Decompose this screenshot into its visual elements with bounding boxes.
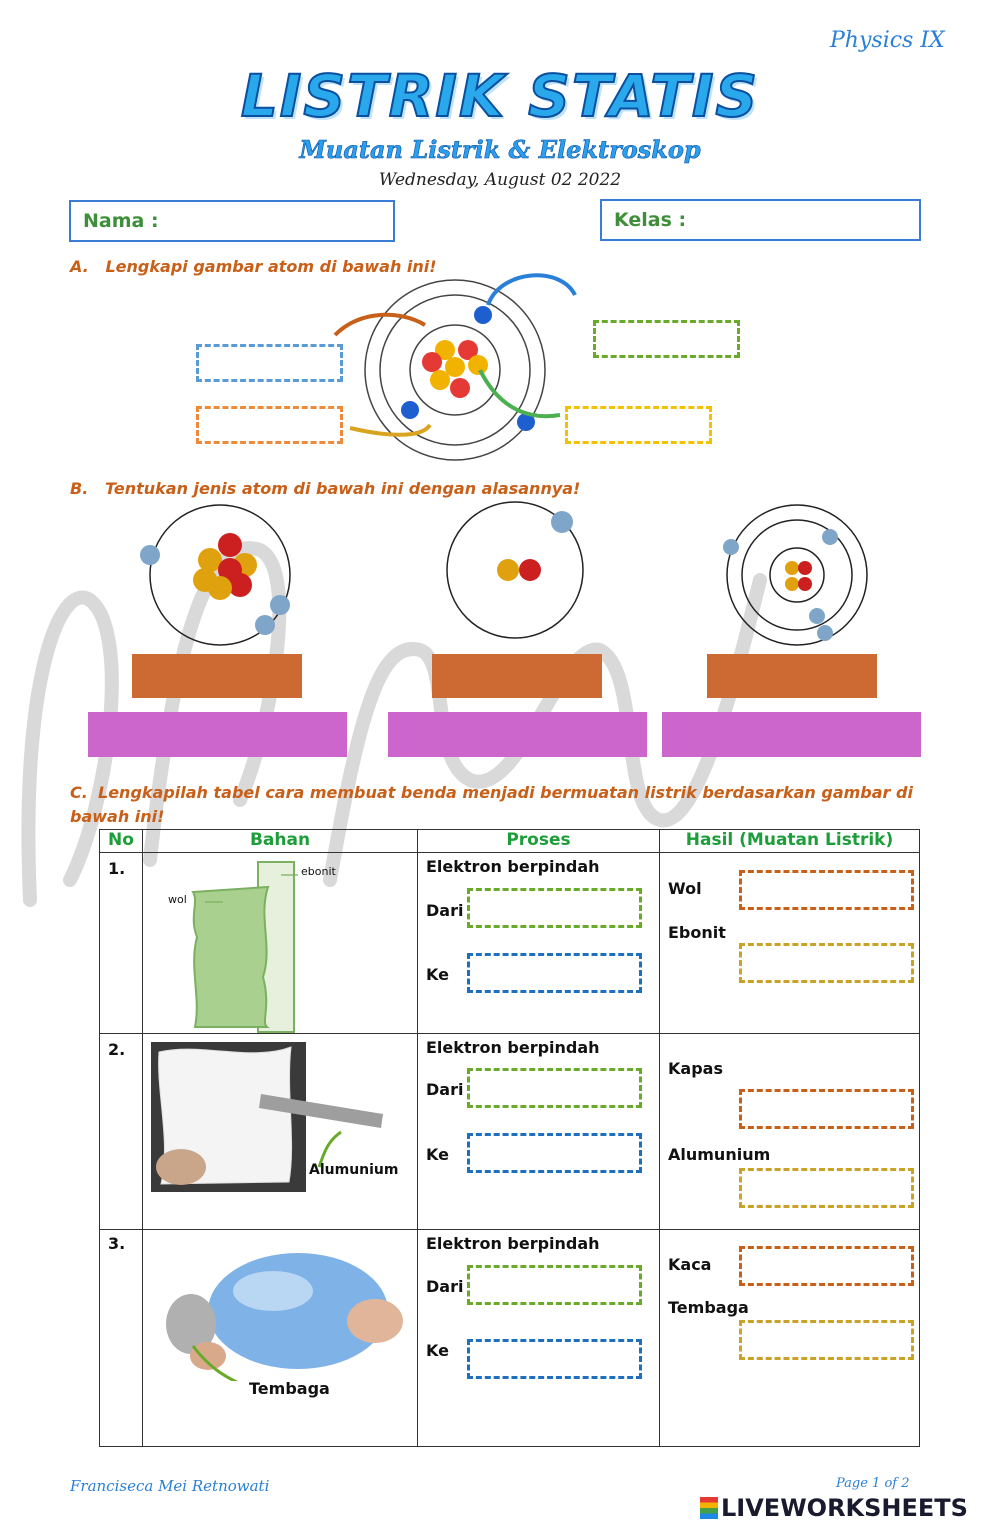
label-ebonit: ebonit	[301, 865, 336, 878]
process-title: Elektron berpindah	[426, 857, 600, 876]
header-proses: Proses	[417, 829, 660, 853]
cotton-aluminium-image	[151, 1042, 383, 1192]
page-title: LISTRIK STATIS	[240, 61, 760, 131]
section-b-instruction: Tentukan jenis atom di bawah ini dengan …	[105, 479, 581, 498]
from-answer-box[interactable]	[467, 888, 642, 928]
brand-logo: LIVEWORKSHEETS	[700, 1494, 968, 1522]
header-no: No	[99, 829, 143, 853]
to-answer-box[interactable]	[467, 1133, 642, 1173]
result-answer-box-1[interactable]	[739, 1089, 914, 1129]
balloon-copper-image	[163, 1246, 403, 1381]
process-cell: Elektron berpindah Dari Ke	[417, 1229, 660, 1447]
row-number: 1.	[99, 852, 143, 1034]
to-label: Ke	[426, 1341, 449, 1360]
to-answer-box[interactable]	[467, 953, 642, 993]
table-row: 2. Alumunium Elektron berpindah Dari Ke …	[99, 1033, 920, 1230]
table-row: 3. Tembaga Elektron berpindah Dari Ke Ka…	[99, 1229, 920, 1447]
atom-reason-answer-3[interactable]	[662, 712, 921, 757]
material-cell: Alumunium	[142, 1033, 418, 1230]
material-cell: Tembaga	[142, 1229, 418, 1447]
brand-icon	[700, 1497, 718, 1519]
result-label-2: Tembaga	[668, 1298, 749, 1317]
result-answer-box-1[interactable]	[739, 870, 914, 910]
result-label-2: Ebonit	[668, 923, 726, 942]
result-label-1: Kaca	[668, 1255, 712, 1274]
result-cell: Kapas Alumunium	[659, 1033, 920, 1230]
to-label: Ke	[426, 965, 449, 984]
wool-ebonite-image	[191, 861, 298, 1033]
result-label-1: Kapas	[668, 1059, 723, 1078]
page-subtitle: Muatan Listrik & Elektroskop	[299, 135, 701, 165]
table-row: 1. ebonit wol Elektron berpindah Dari Ke…	[99, 852, 920, 1034]
atom-model-2	[446, 501, 584, 639]
section-a-heading: A. Lengkapi gambar atom di bawah ini!	[70, 257, 437, 276]
process-title: Elektron berpindah	[426, 1038, 600, 1057]
label-alumunium-image: Alumunium	[309, 1162, 399, 1178]
from-label: Dari	[426, 901, 464, 920]
result-label-1: Wol	[668, 879, 702, 898]
process-cell: Elektron berpindah Dari Ke	[417, 1033, 660, 1230]
section-a-letter: A.	[70, 257, 89, 276]
row-number: 3.	[99, 1229, 143, 1447]
row-number: 2.	[99, 1033, 143, 1230]
footer-page-number: Page 1 of 2	[836, 1476, 910, 1491]
atom-answer-box-1[interactable]	[196, 344, 343, 382]
result-answer-box-2[interactable]	[739, 1320, 914, 1360]
corner-note: Physics IX	[830, 28, 945, 53]
brand-name: LIVEWORKSHEETS	[721, 1494, 968, 1522]
atom-reason-answer-2[interactable]	[388, 712, 647, 757]
section-b-letter: B.	[70, 479, 89, 498]
atom-answer-box-4[interactable]	[565, 406, 712, 444]
atom-answer-box-3[interactable]	[593, 320, 740, 358]
atom-model-3	[723, 504, 868, 646]
process-title: Elektron berpindah	[426, 1234, 600, 1253]
material-cell: ebonit wol	[142, 852, 418, 1034]
from-answer-box[interactable]	[467, 1068, 642, 1108]
header-bahan: Bahan	[142, 829, 418, 853]
result-cell: Kaca Tembaga	[659, 1229, 920, 1447]
atom-answer-box-2[interactable]	[196, 406, 343, 444]
result-answer-box-2[interactable]	[739, 1168, 914, 1208]
result-label-2: Alumunium	[668, 1145, 771, 1164]
section-c-instruction: Lengkapilah tabel cara membuat benda men…	[70, 783, 913, 826]
atom-type-answer-2[interactable]	[432, 654, 602, 698]
from-label: Dari	[426, 1080, 464, 1099]
footer-author: Franciseca Mei Retnowati	[70, 1477, 270, 1495]
class-label: Kelas :	[614, 209, 687, 231]
from-label: Dari	[426, 1277, 464, 1296]
atom-reason-answer-1[interactable]	[88, 712, 347, 757]
result-cell: Wol Ebonit	[659, 852, 920, 1034]
label-tembaga-image: Tembaga	[249, 1379, 330, 1398]
to-answer-box[interactable]	[467, 1339, 642, 1379]
to-label: Ke	[426, 1145, 449, 1164]
section-c-letter: C.	[70, 783, 88, 802]
label-wol: wol	[168, 893, 187, 906]
section-c-heading: C.Lengkapilah tabel cara membuat benda m…	[70, 781, 940, 829]
name-label: Nama :	[83, 210, 159, 232]
table-header-row: No Bahan Proses Hasil (Muatan Listrik)	[99, 829, 920, 853]
section-a-instruction: Lengkapi gambar atom di bawah ini!	[105, 257, 437, 276]
charging-table: No Bahan Proses Hasil (Muatan Listrik) 1…	[99, 829, 920, 1447]
atom-type-answer-3[interactable]	[707, 654, 877, 698]
atom-type-answer-1[interactable]	[132, 654, 302, 698]
name-field[interactable]: Nama :	[69, 200, 395, 242]
process-cell: Elektron berpindah Dari Ke	[417, 852, 660, 1034]
result-answer-box-1[interactable]	[739, 1246, 914, 1286]
header-hasil: Hasil (Muatan Listrik)	[659, 829, 920, 853]
class-field[interactable]: Kelas :	[600, 199, 921, 241]
page-date: Wednesday, August 02 2022	[378, 170, 622, 190]
nucleus	[422, 340, 488, 398]
atom-diagram	[333, 273, 577, 461]
from-answer-box[interactable]	[467, 1265, 642, 1305]
atom-model-1	[140, 504, 291, 646]
section-b-heading: B. Tentukan jenis atom di bawah ini deng…	[70, 479, 580, 498]
result-answer-box-2[interactable]	[739, 943, 914, 983]
